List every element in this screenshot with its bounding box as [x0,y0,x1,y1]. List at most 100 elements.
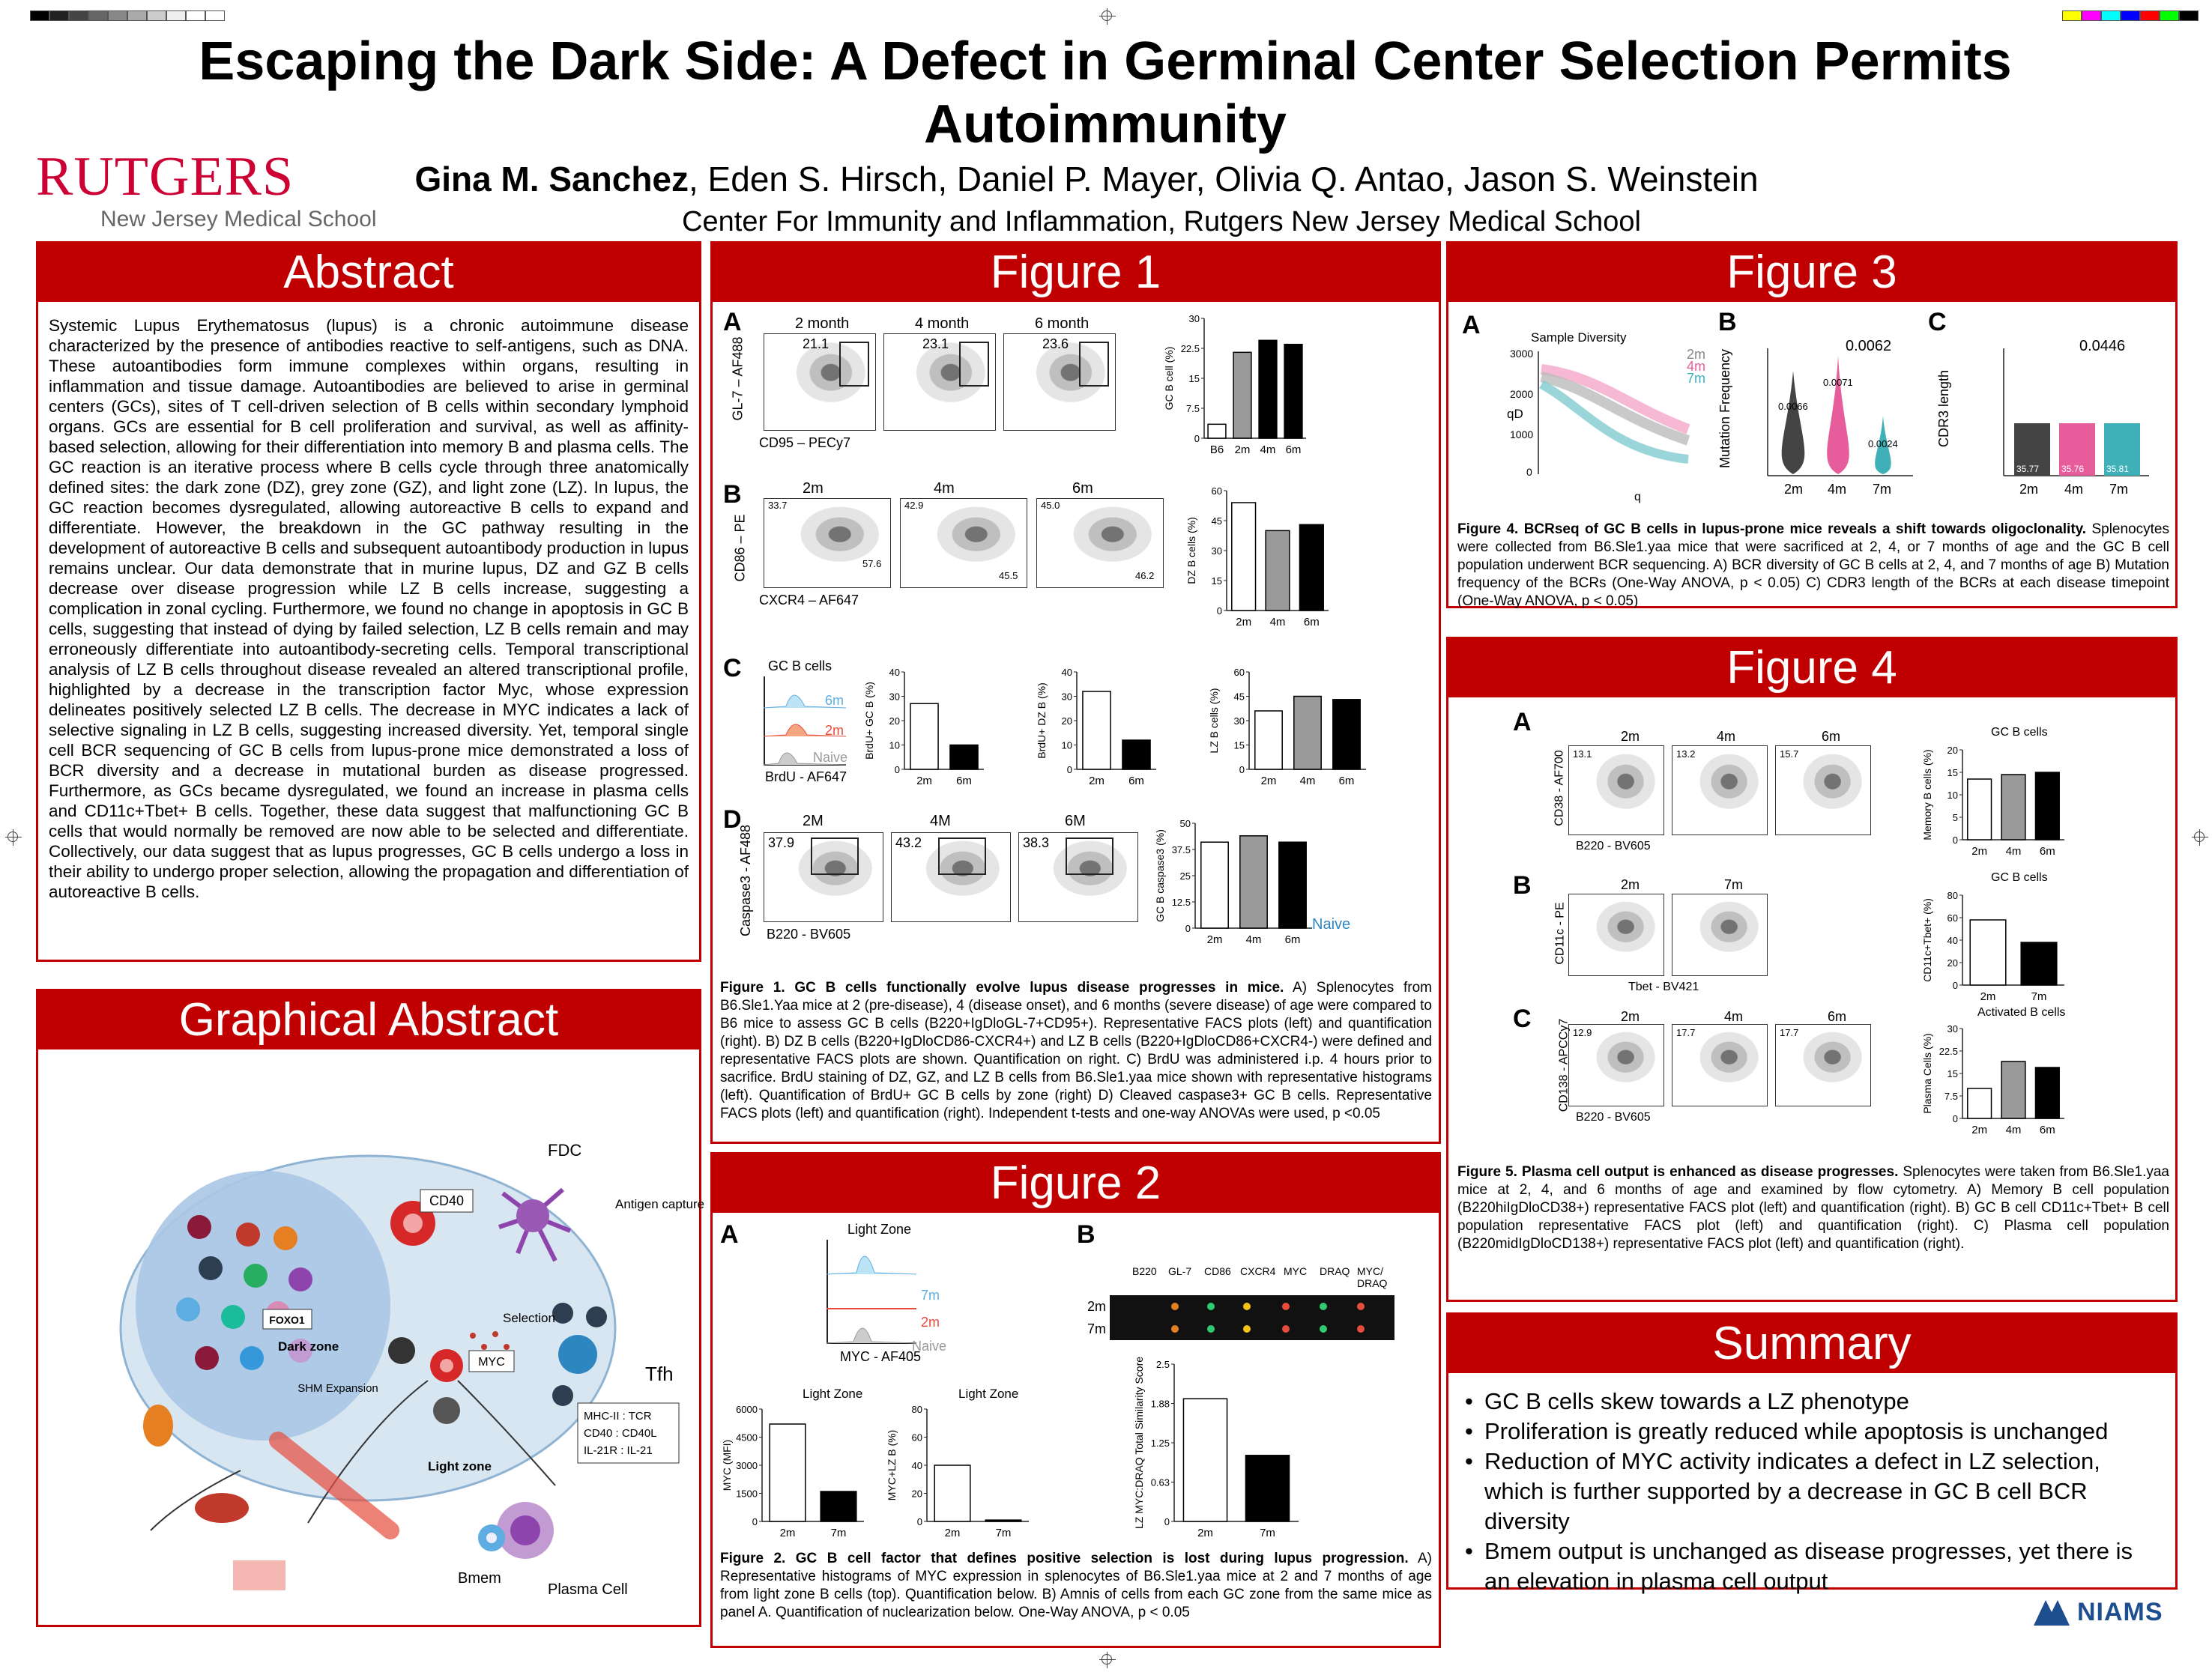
fig3-b-val-4m: 0.0071 [1823,377,1853,388]
y-axis-label: BrdU+ DZ B (%) [1036,682,1048,759]
fig4-c-col-3: 6m [1828,1009,1847,1024]
fig4-label-a: A [1513,708,1532,736]
fig2-hist-xlabel: MYC - AF405 [840,1349,922,1364]
bmem-label: Bmem [458,1570,501,1587]
fig4-a-gate-3: 15.7 [1780,748,1799,760]
fig2-histogram [826,1240,917,1344]
fig4-c-col-1: 2m [1621,1009,1640,1024]
y-tick-label: 80 [1947,890,1958,901]
fig4-c-xlabel: B220 - BV605 [1576,1111,1651,1124]
fig1-c-hist-title: GC B cells [768,658,832,673]
fig1-a-ylabel: GL-7 – AF488 [730,336,746,421]
fig4-c-facs-2 [1672,1024,1768,1106]
x-tick-label: B6 [1210,443,1224,456]
bar [1082,691,1111,770]
fig3-label-a: A [1462,311,1481,339]
figure3-heading: Figure 3 [1448,243,2175,302]
fig1-d-col-1: 2M [803,813,824,829]
summary-list: GC B cells skew towards a LZ phenotype P… [1448,1373,2175,1596]
y-tick-label: 60 [1212,485,1222,497]
summary-item: Proliferation is greatly reduced while a… [1465,1417,2162,1447]
bar [1254,710,1283,770]
amnis-col-myc-draq: MYC/ DRAQ [1357,1265,1388,1289]
fig4-c-gate-1: 12.9 [1573,1027,1592,1038]
fig1-c-histogram [763,676,847,766]
x-tick-label: 2m [1207,933,1223,946]
fig4-a-xlabel: B220 - BV605 [1576,840,1651,852]
fig1-d-gate-1: 37.9 [768,835,795,850]
shm-label: SHM Expansion [297,1382,378,1395]
pair-il21r-il21: IL-21R : IL-21 [584,1444,653,1457]
x-tick-label: 4m [2006,845,2022,858]
y-tick-label: 6000 [736,1404,758,1415]
y-tick-label: 15 [1234,740,1245,751]
fig1-d-gate-3: 38.3 [1023,835,1050,850]
fig4-a-col-1: 2m [1621,729,1640,744]
x-tick-label: 6m [2040,1124,2055,1136]
x-tick-label: 6m [956,775,972,787]
amnis-image-grid: B220 GL-7 CD86 CXCR4 MYC DRAQ MYC/ DRAQ … [1087,1265,1394,1340]
fig3-a-legend-7m: 7m [1687,371,1706,386]
y-tick-label: 30 [1212,545,1222,557]
fig3-label-b: B [1718,308,1737,336]
lead-author: Gina M. Sanchez [414,160,689,199]
y-axis-label: DZ B cells (%) [1185,517,1197,584]
grayscale-bar [30,10,225,21]
bar [2001,774,2026,840]
figure1-panel: Figure 1 A 2 month 4 month 6 month 21.1 … [710,241,1441,1144]
bar [1245,1455,1290,1522]
graphical-abstract-heading: Graphical Abstract [38,991,699,1049]
x-tick-label: 6m [1286,443,1302,456]
bar [1284,343,1303,439]
bar [1207,423,1227,439]
fig1-d-facs-1 [764,832,883,922]
fig2-hist-title: Light Zone [847,1222,912,1237]
fig1-b-col-3: 6m [1072,480,1093,497]
y-tick-label: 7.5 [1186,403,1200,414]
y-axis-label: LZ B cells (%) [1208,688,1220,753]
graphical-abstract-diagram: CD40 FDC Antigen capture FOXO1 Dark zone… [119,1141,704,1598]
x-tick-label: 2m [780,1527,796,1539]
fig1-d-facs-2 [891,832,1011,922]
y-tick-label: 40 [1947,935,1958,946]
y-tick-label: 10 [1062,740,1072,751]
y-tick-label: 10 [889,740,900,751]
fig1-b-ylabel: CD86 – PE [732,514,748,582]
fig3-c-val-4m: 35.76 [2061,464,2085,474]
x-tick-label: 6m [1339,775,1355,787]
fig1-a-facs-3 [1003,333,1116,431]
y-tick-label: 0 [1953,1113,1958,1124]
b-cell-group [176,1215,312,1370]
x-tick-label: 6m [1128,775,1144,787]
x-tick-label: 2m [1236,616,1251,628]
y-tick-label: 3000 [736,1460,758,1471]
skin-tissue-icon [233,1560,285,1590]
selection-label: Selection [503,1311,555,1325]
bar [1265,530,1290,611]
y-axis-label: Memory B cells (%) [1921,749,1933,840]
figure2-caption-text: A) Representative histograms of MYC expr… [720,1551,1432,1620]
title-line-1: Escaping the Dark Side: A Defect in Germ… [199,31,2012,91]
fig3-a-xlabel: q [1634,491,1641,503]
x-tick-label: 7m [1260,1527,1275,1539]
fig1-d-col-3: 6M [1065,813,1086,829]
figure4-caption-title: Figure 5. Plasma cell output is enhanced… [1457,1164,1899,1180]
y-tick-label: 15 [1947,767,1958,778]
figure2-caption: Figure 2. GC B cell factor that defines … [720,1550,1432,1622]
fig1-d-xlabel: B220 - BV605 [767,927,851,942]
bar [820,1491,857,1522]
x-tick-label: 2m [1971,1124,1987,1136]
y-axis-label: BrdU+ GC B (%) [863,682,875,760]
y-tick-label: 60 [1234,667,1245,678]
color-bar [2062,10,2199,21]
x-tick-label: 7m [831,1527,847,1539]
y-tick-label: 40 [889,667,900,678]
fig1-a-gate-1: 21.1 [803,336,830,351]
fig1-b-dz-1: 33.7 [768,500,788,511]
figure4-panel: Figure 4 A B C 2m 4m 6m 13.1 13.2 15.7 C… [1446,637,2178,1302]
y-tick-label: 30 [1189,313,1200,324]
